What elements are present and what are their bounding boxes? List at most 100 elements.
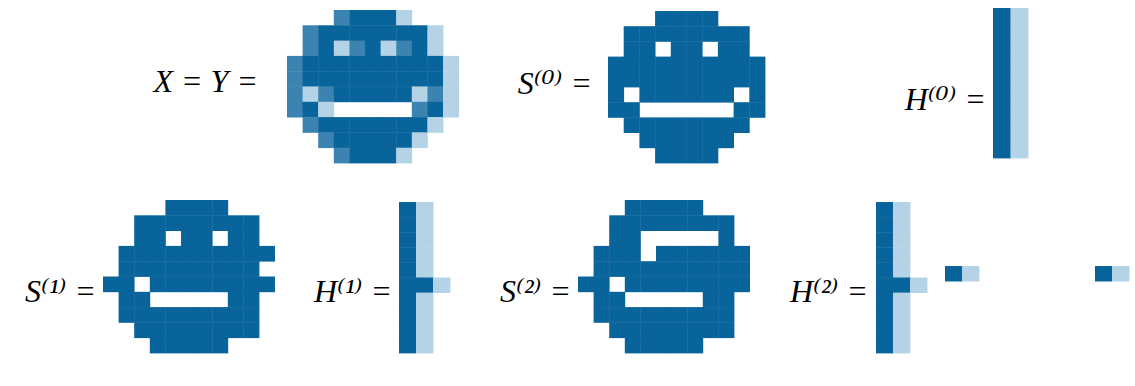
pixel	[893, 202, 910, 218]
pixel	[349, 10, 365, 26]
pixel	[427, 102, 443, 118]
pixel	[412, 71, 428, 87]
pixel	[334, 117, 350, 133]
pixel	[656, 200, 672, 216]
pixel	[718, 117, 734, 133]
pixel	[993, 38, 1011, 53]
pixel	[876, 293, 893, 309]
pixel	[718, 57, 734, 73]
pixel	[212, 261, 228, 277]
pixel	[1112, 266, 1129, 282]
pixel	[318, 25, 334, 41]
pixel	[1011, 53, 1029, 68]
pixel	[734, 57, 750, 73]
pixel	[687, 117, 703, 133]
pixel	[412, 117, 428, 133]
pixel	[639, 72, 655, 88]
pixel	[243, 261, 259, 277]
pixel	[197, 322, 213, 338]
pixel	[655, 26, 671, 42]
pixel	[962, 266, 979, 282]
pixel	[399, 217, 416, 233]
pixel	[639, 117, 655, 133]
pixel	[197, 215, 213, 231]
pixel	[212, 307, 228, 323]
pixel	[399, 232, 416, 248]
pixel	[427, 41, 443, 57]
pixel	[416, 217, 433, 233]
pixel	[197, 338, 213, 354]
pixel	[609, 292, 625, 308]
pixel	[243, 215, 259, 231]
pixel	[396, 132, 412, 148]
pixel	[718, 41, 734, 57]
pixel	[416, 232, 433, 248]
pixel	[1011, 8, 1029, 23]
pixel	[671, 148, 687, 164]
pixel	[165, 215, 181, 231]
pixel	[703, 215, 719, 231]
pixel	[672, 200, 688, 216]
pixel	[640, 338, 656, 354]
pixel	[287, 71, 303, 87]
pixel	[625, 338, 641, 354]
pixel	[365, 41, 381, 57]
pixel	[624, 72, 640, 88]
pixel	[150, 261, 166, 277]
pixel	[396, 56, 412, 72]
pixel	[749, 102, 765, 118]
pixel	[687, 26, 703, 42]
pixel	[416, 308, 433, 324]
pixel-kernel-h1	[399, 202, 450, 353]
pixel	[228, 292, 244, 308]
pixel	[655, 72, 671, 88]
pixel	[228, 307, 244, 323]
pixel	[876, 323, 893, 339]
pixel	[656, 277, 672, 293]
pixel	[381, 71, 397, 87]
pixel	[639, 133, 655, 149]
math-label: H⁽⁰⁾ =	[905, 82, 986, 117]
pixel	[399, 202, 416, 218]
pixel	[365, 132, 381, 148]
pixel	[687, 41, 703, 57]
pixel	[640, 261, 656, 277]
pixel	[165, 200, 181, 216]
pixel	[416, 202, 433, 218]
pixel-image-s1	[103, 200, 275, 353]
pixel	[910, 278, 927, 294]
pixel	[228, 215, 244, 231]
pixel	[703, 261, 719, 277]
pixel	[671, 41, 687, 57]
pixel	[243, 292, 259, 308]
pixel	[702, 148, 718, 164]
pixel	[396, 117, 412, 133]
pixel	[687, 246, 703, 262]
pixel	[181, 307, 197, 323]
pixel	[181, 231, 197, 247]
pixel	[594, 261, 610, 277]
pixel	[412, 87, 428, 103]
pixel	[718, 215, 734, 231]
pixel	[365, 117, 381, 133]
pixel	[334, 10, 350, 26]
pixel	[228, 246, 244, 262]
math-label: S⁽¹⁾ =	[25, 274, 96, 309]
pixel	[228, 231, 244, 247]
pixel	[703, 292, 719, 308]
pixel	[318, 56, 334, 72]
pixel	[876, 308, 893, 324]
pixel	[640, 200, 656, 216]
pixel	[625, 307, 641, 323]
pixel	[608, 72, 624, 88]
pixel	[381, 41, 397, 57]
pixel	[624, 26, 640, 42]
pixel-image-x	[287, 10, 459, 163]
pixel	[1011, 68, 1029, 83]
pixel	[639, 87, 655, 103]
pixel	[150, 307, 166, 323]
pixel	[243, 322, 259, 338]
pixel	[334, 56, 350, 72]
pixel	[893, 338, 910, 354]
pixel	[687, 87, 703, 103]
